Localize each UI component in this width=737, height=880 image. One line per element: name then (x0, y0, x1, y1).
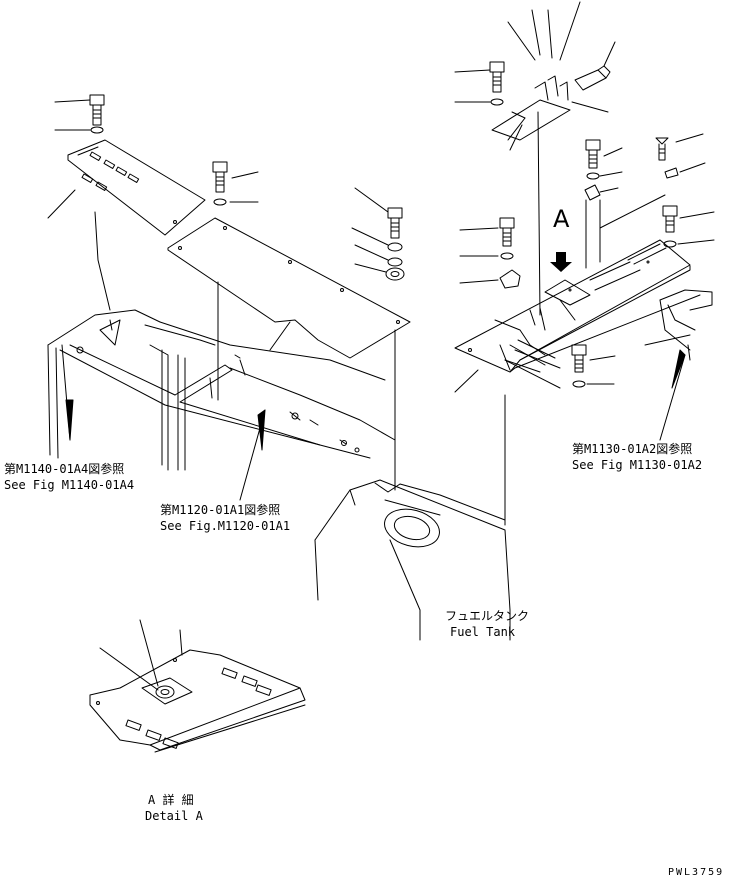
fuel-tank-en: Fuel Tank (450, 625, 516, 639)
ref-m1120-en: See Fig.M1120-01A1 (160, 519, 291, 533)
view-marker-a: A (553, 205, 570, 233)
clip-right-a (584, 184, 619, 263)
ref-arrow-m1130 (659, 349, 686, 441)
ref-m1130-en: See Fig M1130-01A2 (572, 458, 703, 472)
detail-a-en: Detail A (145, 809, 203, 823)
washer-bracket (454, 98, 504, 106)
bolt-right-plate-left (459, 217, 515, 247)
view-arrow-a (550, 252, 572, 272)
ref-arrow-m1140 (61, 344, 74, 441)
fuel-tank-jp: フュエルタンク (445, 609, 530, 623)
bolt-right-lower (571, 344, 616, 373)
leader-lines-plates (47, 189, 561, 393)
washer-right-a (586, 171, 623, 180)
bolt-center-left (212, 161, 259, 193)
bolt-center (354, 187, 403, 239)
bolt-left (54, 94, 105, 126)
left-cover-plate (67, 139, 206, 311)
bracket-assembly (491, 75, 571, 316)
ref-m1130-jp: 第M1130-01A2図参照 (572, 442, 693, 456)
ref-m1140-jp: 第M1140-01A4図参照 (4, 462, 125, 476)
clip-right-plate-left (459, 269, 521, 289)
washer-center-a (351, 227, 403, 252)
washer-center-left (213, 198, 259, 206)
bolt-right-c (662, 205, 715, 233)
washer-center-b (354, 244, 403, 267)
drawing-code: PWL3759 (668, 867, 725, 878)
ref-arrow-m1120 (239, 409, 266, 501)
ref-m1120-jp: 第M1120-01A1図参照 (160, 503, 281, 517)
grommet-center (354, 263, 405, 281)
side-bolt (574, 41, 616, 91)
washer-right-plate-left (459, 252, 514, 260)
bolt-right-a (585, 139, 623, 169)
screw-right-b (655, 133, 704, 161)
right-rail (644, 289, 713, 361)
ref-m1140-en: See Fig M1140-01A4 (4, 478, 135, 492)
washer-left (54, 126, 104, 134)
detail-a-view (89, 619, 306, 753)
washer-right-c (663, 239, 715, 248)
detail-a-jp: A 詳 細 (148, 793, 194, 807)
fuel-tank-shape (314, 394, 511, 641)
bolt-bracket (454, 61, 505, 93)
leader-lines-bracket (507, 1, 609, 269)
left-frame (47, 309, 396, 471)
clip-right-b (599, 162, 706, 229)
center-cover-plate (167, 217, 411, 481)
right-cover-plate (454, 239, 701, 373)
washer-right-lower (572, 380, 615, 388)
